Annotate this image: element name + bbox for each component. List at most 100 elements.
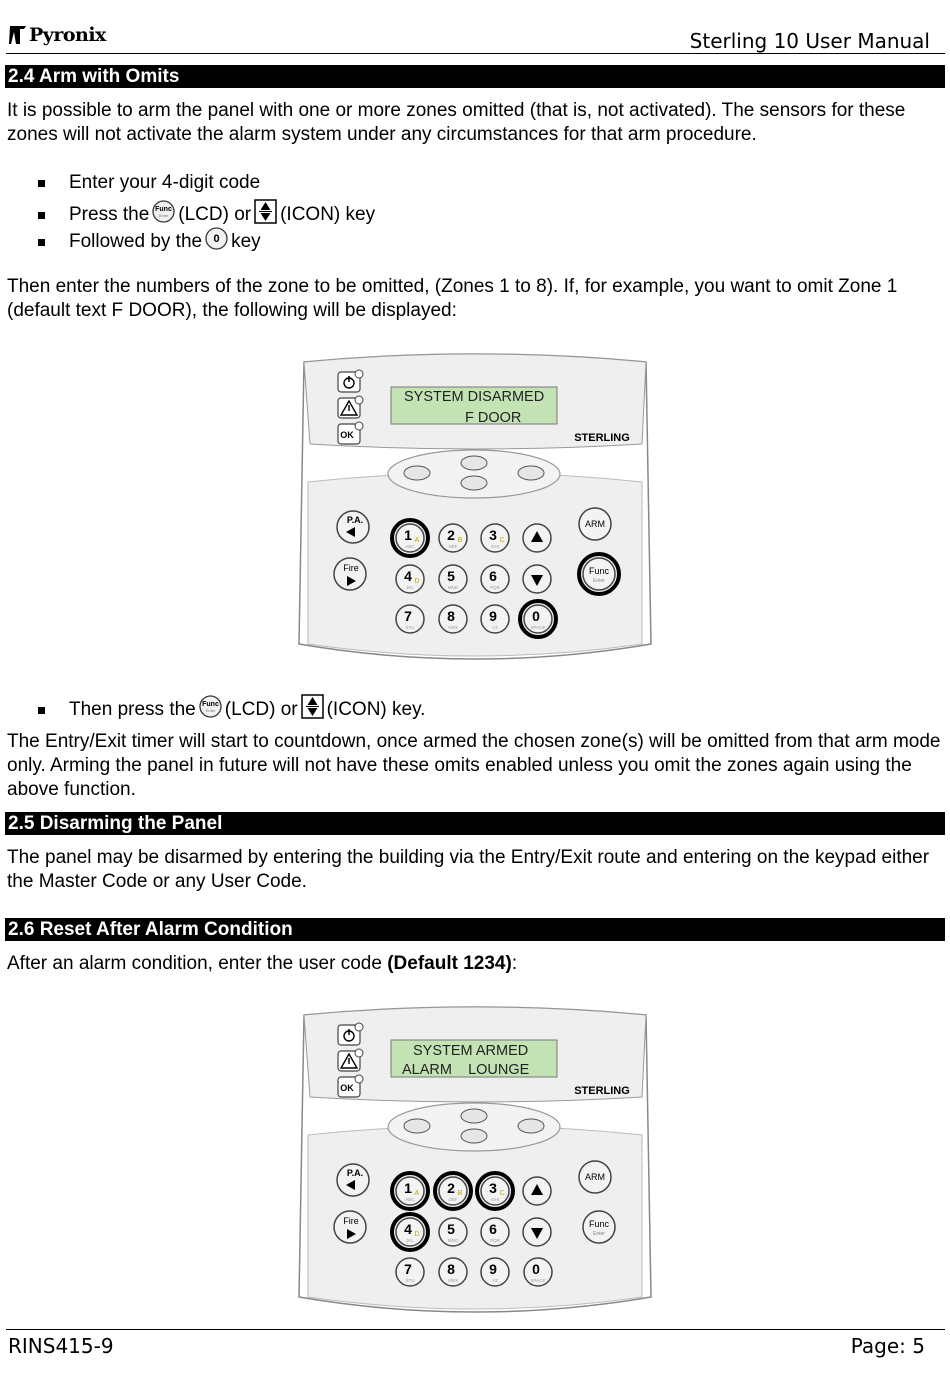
up-arrow-key	[522, 523, 552, 553]
digit-key-letter: B	[458, 1190, 463, 1197]
bullet-text: Followed by the	[69, 231, 203, 252]
pyronix-logo: Pyronix	[8, 24, 106, 46]
func-key: Func Enter	[577, 552, 621, 596]
entry-exit-paragraph: The Entry/Exit timer will start to count…	[7, 731, 941, 800]
keypad-illustration-disarmed: OK SYSTEM DISARMED F DOOR STERLING P.A. …	[296, 352, 654, 673]
footer-rule	[6, 1329, 945, 1330]
up-arrow-key	[522, 1176, 552, 1206]
func-key-sublabel: Enter	[205, 708, 215, 713]
func-key-sublabel: Enter	[159, 213, 169, 218]
ok-icon: OK	[337, 1074, 364, 1098]
digit-key-label: 1	[404, 1180, 412, 1196]
bullet-text: (ICON) key.	[326, 699, 426, 720]
section-heading-arm-omits: 2.4 Arm with Omits	[5, 65, 945, 88]
panic-key: P.A.	[336, 1163, 370, 1197]
ok-label: OK	[340, 1083, 354, 1093]
keypad-illustration-alarm: OK SYSTEM ARMED ALARM LOUNGE STERLING P.…	[296, 1005, 654, 1326]
logo-text: Pyronix	[29, 24, 106, 46]
digit-key-sublabel: VWX	[448, 1278, 458, 1283]
zero-key-icon: 0	[205, 227, 228, 257]
digit-key-label: 8	[447, 608, 455, 624]
digit-key-label: 9	[489, 1261, 497, 1277]
digit-key-sublabel: JKL	[406, 585, 414, 590]
digit-key-sublabel: SPACE	[531, 1278, 546, 1283]
power-icon	[337, 1022, 364, 1046]
digit-key-sublabel: PQR	[490, 1238, 501, 1243]
lcd-line-1: SYSTEM DISARMED	[404, 389, 544, 405]
digit-key-9: 9YZ	[480, 1257, 510, 1287]
digit-key-sublabel: GHI	[491, 544, 499, 549]
digit-key-label: 3	[489, 527, 497, 543]
digit-key-letter: D	[414, 578, 419, 585]
digit-key-label: 0	[532, 608, 540, 624]
reset-text-end: :	[511, 953, 518, 974]
func-key-label: Func	[155, 206, 172, 213]
up-down-arrow-key-icon	[300, 694, 324, 726]
bullet-item: Then press the Func Enter (LCD) or (ICON…	[38, 694, 425, 726]
zero-key-label: 0	[214, 233, 220, 245]
ok-icon: OK	[337, 421, 364, 445]
pyronix-logo-icon	[9, 26, 26, 44]
digit-key-sublabel: STU	[406, 625, 415, 630]
digit-key-label: 2	[447, 1180, 455, 1196]
bullet-item: Press the Func Enter (LCD) or (ICON) key	[38, 199, 375, 231]
digit-key-label: 9	[489, 608, 497, 624]
power-icon	[337, 369, 364, 393]
digit-key-sublabel: YZ	[492, 1278, 498, 1283]
bullet-text: (LCD) or	[224, 699, 298, 720]
arm-key-label: ARM	[585, 1172, 605, 1182]
document-id: RINS415-9	[8, 1334, 114, 1358]
disarming-paragraph: The panel may be disarmed by entering th…	[7, 847, 930, 892]
digit-key-sublabel: YZ	[492, 625, 498, 630]
digit-key-9: 9YZ	[480, 604, 510, 634]
digit-key-label: 5	[447, 568, 455, 584]
warning-icon	[337, 395, 364, 419]
digit-key-label: 7	[404, 608, 412, 624]
bullet-icon	[38, 238, 45, 246]
panic-key-label: P.A.	[347, 1168, 363, 1178]
fire-key-label: Fire	[343, 563, 359, 573]
digit-key-label: 0	[532, 1261, 540, 1277]
digit-key-sublabel: JKL	[406, 1238, 414, 1243]
digit-key-sublabel: PQR	[490, 585, 501, 590]
func-key-sublabel: Enter	[593, 1231, 605, 1237]
page-number: Page: 5	[850, 1334, 925, 1358]
bullet-item: Enter your 4-digit code	[38, 171, 260, 195]
panic-key: P.A.	[336, 510, 370, 544]
digit-key-sublabel: MNO	[448, 585, 459, 590]
keypad-1-svg: OK SYSTEM DISARMED F DOOR STERLING P.A. …	[298, 353, 652, 660]
func-key-label: Func	[202, 701, 219, 708]
digit-key-label: 3	[489, 1180, 497, 1196]
reset-text: After an alarm condition, enter the user…	[7, 953, 388, 974]
func-key-label: Func	[589, 566, 610, 576]
lcd-screen	[390, 1039, 558, 1078]
digit-key-sublabel: ABC	[405, 544, 415, 549]
digit-key-label: 5	[447, 1221, 455, 1237]
func-key: Func Enter	[582, 1210, 616, 1244]
digit-key-letter: D	[414, 1231, 419, 1238]
func-key-icon: Func Enter	[199, 695, 222, 725]
document-title: Sterling 10 User Manual	[689, 29, 930, 53]
bullet-text: (ICON) key	[280, 204, 376, 225]
down-arrow-key	[522, 564, 552, 594]
digit-key-sublabel: DEF	[449, 1197, 458, 1202]
bullet-item: Followed by the 0 key	[38, 227, 261, 257]
section-heading-disarming: 2.5 Disarming the Panel	[5, 812, 945, 835]
lcd-line-2: F DOOR	[465, 410, 521, 426]
down-arrow-key	[522, 1217, 552, 1247]
bullet-text: Then press the	[69, 699, 196, 720]
arm-key-label: ARM	[585, 519, 605, 529]
